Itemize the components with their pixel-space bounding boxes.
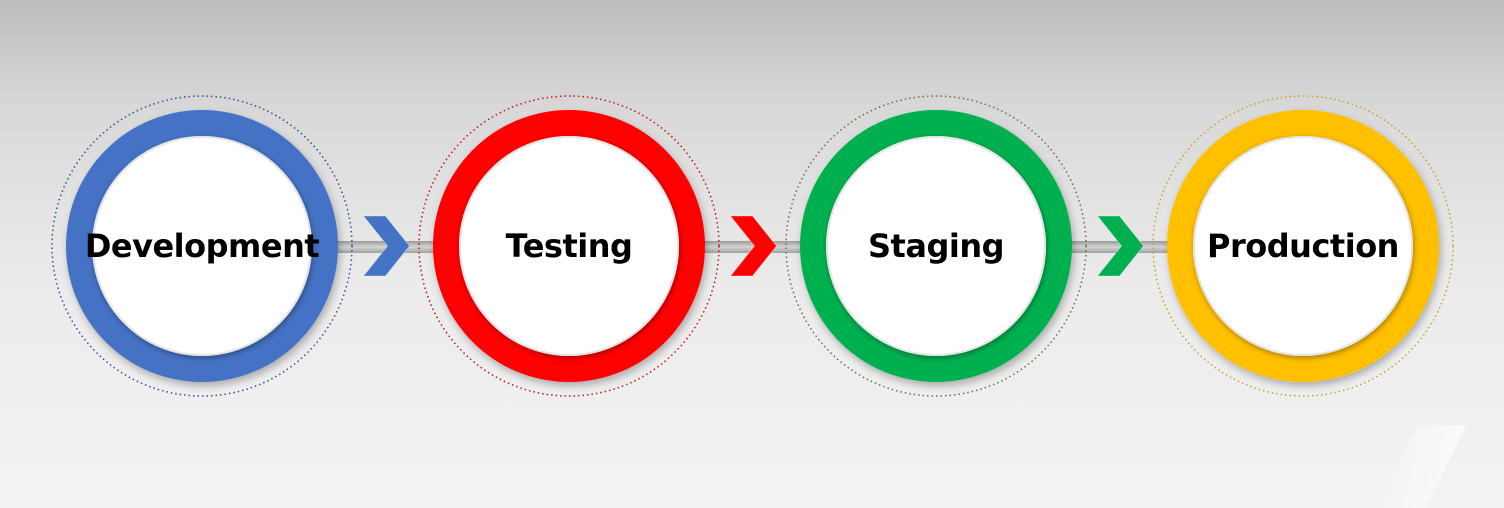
inner-disc [459, 136, 679, 356]
chevron-arrow-icon [1096, 215, 1145, 277]
decorative-shine [1378, 425, 1466, 508]
stage-label-development: Development [84, 227, 320, 265]
dotted-outline [1152, 95, 1454, 397]
stage-label-testing: Testing [505, 227, 633, 265]
stage-label-staging: Staging [868, 227, 1005, 265]
stage-node [785, 95, 1087, 397]
dotted-outline [418, 95, 720, 397]
inner-disc-rim [92, 136, 312, 356]
inner-disc [826, 136, 1046, 356]
inner-disc-rim [459, 136, 679, 356]
inner-disc-rim [826, 136, 1046, 356]
connector-bar [1062, 241, 1177, 253]
connector-bar [328, 241, 443, 253]
stage-ring-layer [51, 95, 1454, 397]
connector-layer [328, 215, 1177, 277]
chevron-arrow-icon [729, 215, 778, 277]
inner-disc [1193, 136, 1413, 356]
inner-disc [92, 136, 312, 356]
stage-node [418, 95, 720, 397]
stage-node [51, 95, 353, 397]
stage-node [1152, 95, 1454, 397]
inner-disc-rim [1193, 136, 1413, 356]
dotted-outline [785, 95, 1087, 397]
chevron-arrow-icon [362, 215, 411, 277]
connector-bar [695, 241, 810, 253]
dotted-outline [51, 95, 353, 397]
stage-label-production: Production [1207, 227, 1399, 265]
